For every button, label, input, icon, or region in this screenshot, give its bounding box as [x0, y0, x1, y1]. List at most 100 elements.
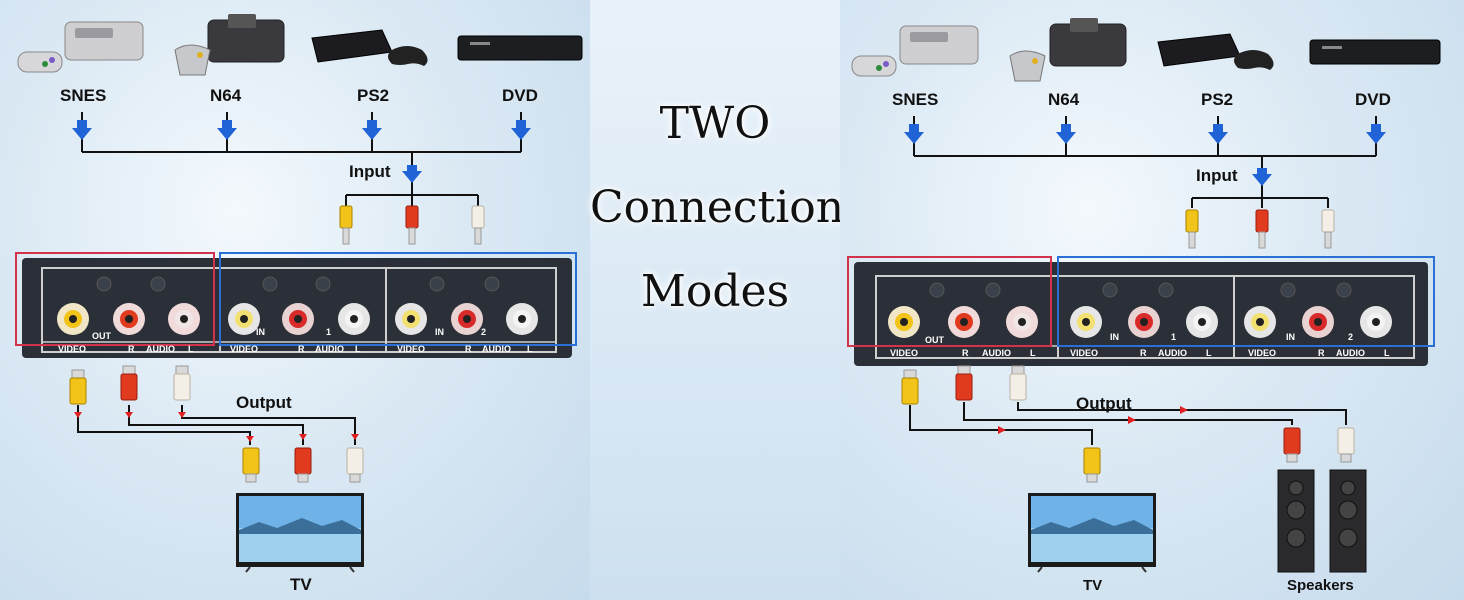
in1-number-label: 1	[1171, 332, 1177, 342]
out-plug-video-icon	[69, 369, 87, 405]
arrow-input-icon	[1252, 168, 1272, 186]
strip-label: R	[128, 344, 135, 354]
strip-label: AUDIO	[146, 344, 175, 354]
left-panel: SNES N64 PS2 DVD Input Output TV OUT IN …	[0, 0, 590, 600]
tv-plug-white-icon	[346, 447, 364, 483]
device-label-n64: N64	[210, 86, 242, 105]
input-plug-white-icon	[471, 205, 485, 245]
strip-label: VIDEO	[1070, 348, 1099, 358]
strip-label: AUDIO	[982, 348, 1011, 358]
strip-label: AUDIO	[1158, 348, 1187, 358]
arrow-dvd-icon	[1366, 124, 1386, 144]
input-plug-red-icon	[405, 205, 419, 245]
device-label-snes: SNES	[60, 86, 107, 105]
output-arrows	[998, 406, 1188, 434]
tv-plug-video-icon	[242, 447, 260, 483]
arrow-snes-icon	[904, 124, 924, 144]
output-label: Output	[236, 393, 292, 412]
headline-line-2: Connection	[590, 182, 845, 233]
ps2-console-icon	[1157, 33, 1274, 70]
in2-number-label: 2	[481, 327, 487, 337]
snes-console-icon	[851, 25, 979, 77]
tv-icon	[236, 493, 364, 573]
in2-number-label: 2	[1348, 332, 1354, 342]
n64-console-icon	[174, 14, 285, 76]
strip-label: L	[1384, 348, 1390, 358]
out-plug-white-icon	[1009, 365, 1027, 401]
strip-label: AUDIO	[315, 344, 344, 354]
arrow-ps2-icon	[1208, 124, 1228, 144]
strip-label: VIDEO	[58, 344, 87, 354]
tv-label: TV	[1083, 577, 1103, 594]
input-plug-video-icon	[339, 205, 353, 245]
device-label-dvd: DVD	[502, 86, 538, 105]
right-diagram	[847, 18, 1441, 573]
input-bus-lines	[913, 116, 1377, 208]
headline-line-1: TWO	[659, 98, 771, 149]
device-label-n64: N64	[1048, 90, 1080, 109]
switch-strip-labels: VIDEO R AUDIO L VIDEO R AUDIO L VIDEO R …	[42, 344, 556, 356]
input-arrows	[904, 124, 1386, 186]
output-label: Output	[1076, 394, 1132, 413]
device-label-dvd: DVD	[1355, 90, 1391, 109]
tv-label: TV	[290, 575, 312, 594]
strip-label: VIDEO	[230, 344, 259, 354]
center-background	[590, 0, 840, 600]
strip-label: R	[1140, 348, 1147, 358]
switch-box	[22, 258, 572, 358]
strip-label: AUDIO	[1336, 348, 1365, 358]
in1-number-label: 1	[326, 327, 332, 337]
speaker-right-icon	[1329, 469, 1367, 573]
strip-label: L	[355, 344, 361, 354]
strip-label: VIDEO	[1248, 348, 1277, 358]
arrow-n64-icon	[217, 120, 237, 140]
device-label-ps2: PS2	[357, 86, 390, 105]
out-jack-label: OUT	[92, 331, 111, 341]
in1-jack-label: IN	[256, 327, 265, 337]
strip-label: L	[188, 344, 194, 354]
in2-jack-label: IN	[1286, 332, 1295, 342]
out-jack-label: OUT	[925, 335, 944, 345]
strip-label: R	[962, 348, 969, 358]
strip-label: VIDEO	[397, 344, 426, 354]
out-plug-red-icon	[120, 365, 138, 401]
input-bus-lines	[81, 112, 522, 206]
output-cables	[77, 405, 356, 445]
snes-console-icon	[17, 21, 144, 73]
input-highlight-box	[1057, 256, 1435, 347]
tv-icon	[1028, 493, 1156, 573]
out-plug-white-icon	[173, 365, 191, 401]
input-plug-video-icon	[1185, 209, 1199, 249]
strip-label: L	[1030, 348, 1036, 358]
out-plug-video-icon	[901, 369, 919, 405]
arrow-ps2-icon	[362, 120, 382, 140]
output-highlight-box	[847, 256, 1052, 347]
strip-label: AUDIO	[482, 344, 511, 354]
strip-label: L	[527, 344, 533, 354]
switch-strip-labels: VIDEO R AUDIO L VIDEO R AUDIO L VIDEO R …	[876, 348, 1414, 360]
output-arrows	[74, 412, 359, 442]
dvd-player-icon	[1309, 39, 1441, 65]
device-label-ps2: PS2	[1201, 90, 1234, 109]
input-highlight-box	[219, 252, 577, 346]
tv-plug-red-icon	[294, 447, 312, 483]
ps2-console-icon	[311, 29, 428, 66]
input-label: Input	[349, 162, 391, 181]
right-panel: SNES N64 PS2 DVD Input Output TV Speaker…	[840, 0, 1464, 600]
speaker-plug-white-icon	[1337, 427, 1355, 463]
dvd-player-icon	[457, 35, 583, 61]
arrow-snes-icon	[72, 120, 92, 140]
strip-label: R	[298, 344, 305, 354]
speaker-plug-red-icon	[1283, 427, 1301, 463]
strip-label: R	[1318, 348, 1325, 358]
strip-label: VIDEO	[890, 348, 919, 358]
tv-plug-video-icon	[1083, 447, 1101, 483]
input-label: Input	[1196, 166, 1238, 185]
input-arrows	[72, 120, 531, 183]
input-plug-red-icon	[1255, 209, 1269, 249]
left-diagram	[15, 14, 583, 573]
strip-label: L	[1206, 348, 1212, 358]
input-plug-white-icon	[1321, 209, 1335, 249]
strip-label: R	[465, 344, 472, 354]
arrow-input-icon	[402, 165, 422, 183]
